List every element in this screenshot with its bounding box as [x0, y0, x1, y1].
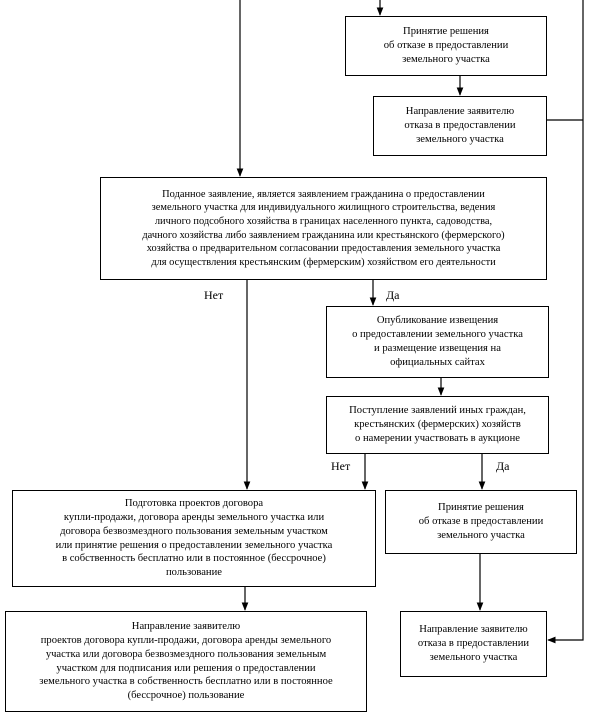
- right-side-connector: [547, 0, 584, 644]
- refuse-bottom-box: Принятие решения об отказе в предоставле…: [385, 490, 577, 554]
- send-refusal-bottom-box: Направление заявителю отказа в предостав…: [400, 611, 547, 677]
- label-yes-2: Да: [496, 459, 510, 473]
- refuse-top-box: Принятие решения об отказе в предоставле…: [345, 16, 547, 76]
- send-projects-box: Направление заявителю проектов договора …: [5, 611, 367, 712]
- label-yes-1: Да: [386, 288, 400, 302]
- send-refusal-top-box: Направление заявителю отказа в предостав…: [373, 96, 547, 156]
- publish-box: Опубликование извещения о предоставлении…: [326, 306, 549, 378]
- label-no-2: Нет: [331, 459, 351, 473]
- receipt-box: Поступление заявлений иных граждан, крес…: [326, 396, 549, 454]
- condition-box: Поданное заявление, является заявлением …: [100, 177, 547, 280]
- label-no-1: Нет: [204, 288, 224, 302]
- prepare-box: Подготовка проектов договора купли-прода…: [12, 490, 376, 587]
